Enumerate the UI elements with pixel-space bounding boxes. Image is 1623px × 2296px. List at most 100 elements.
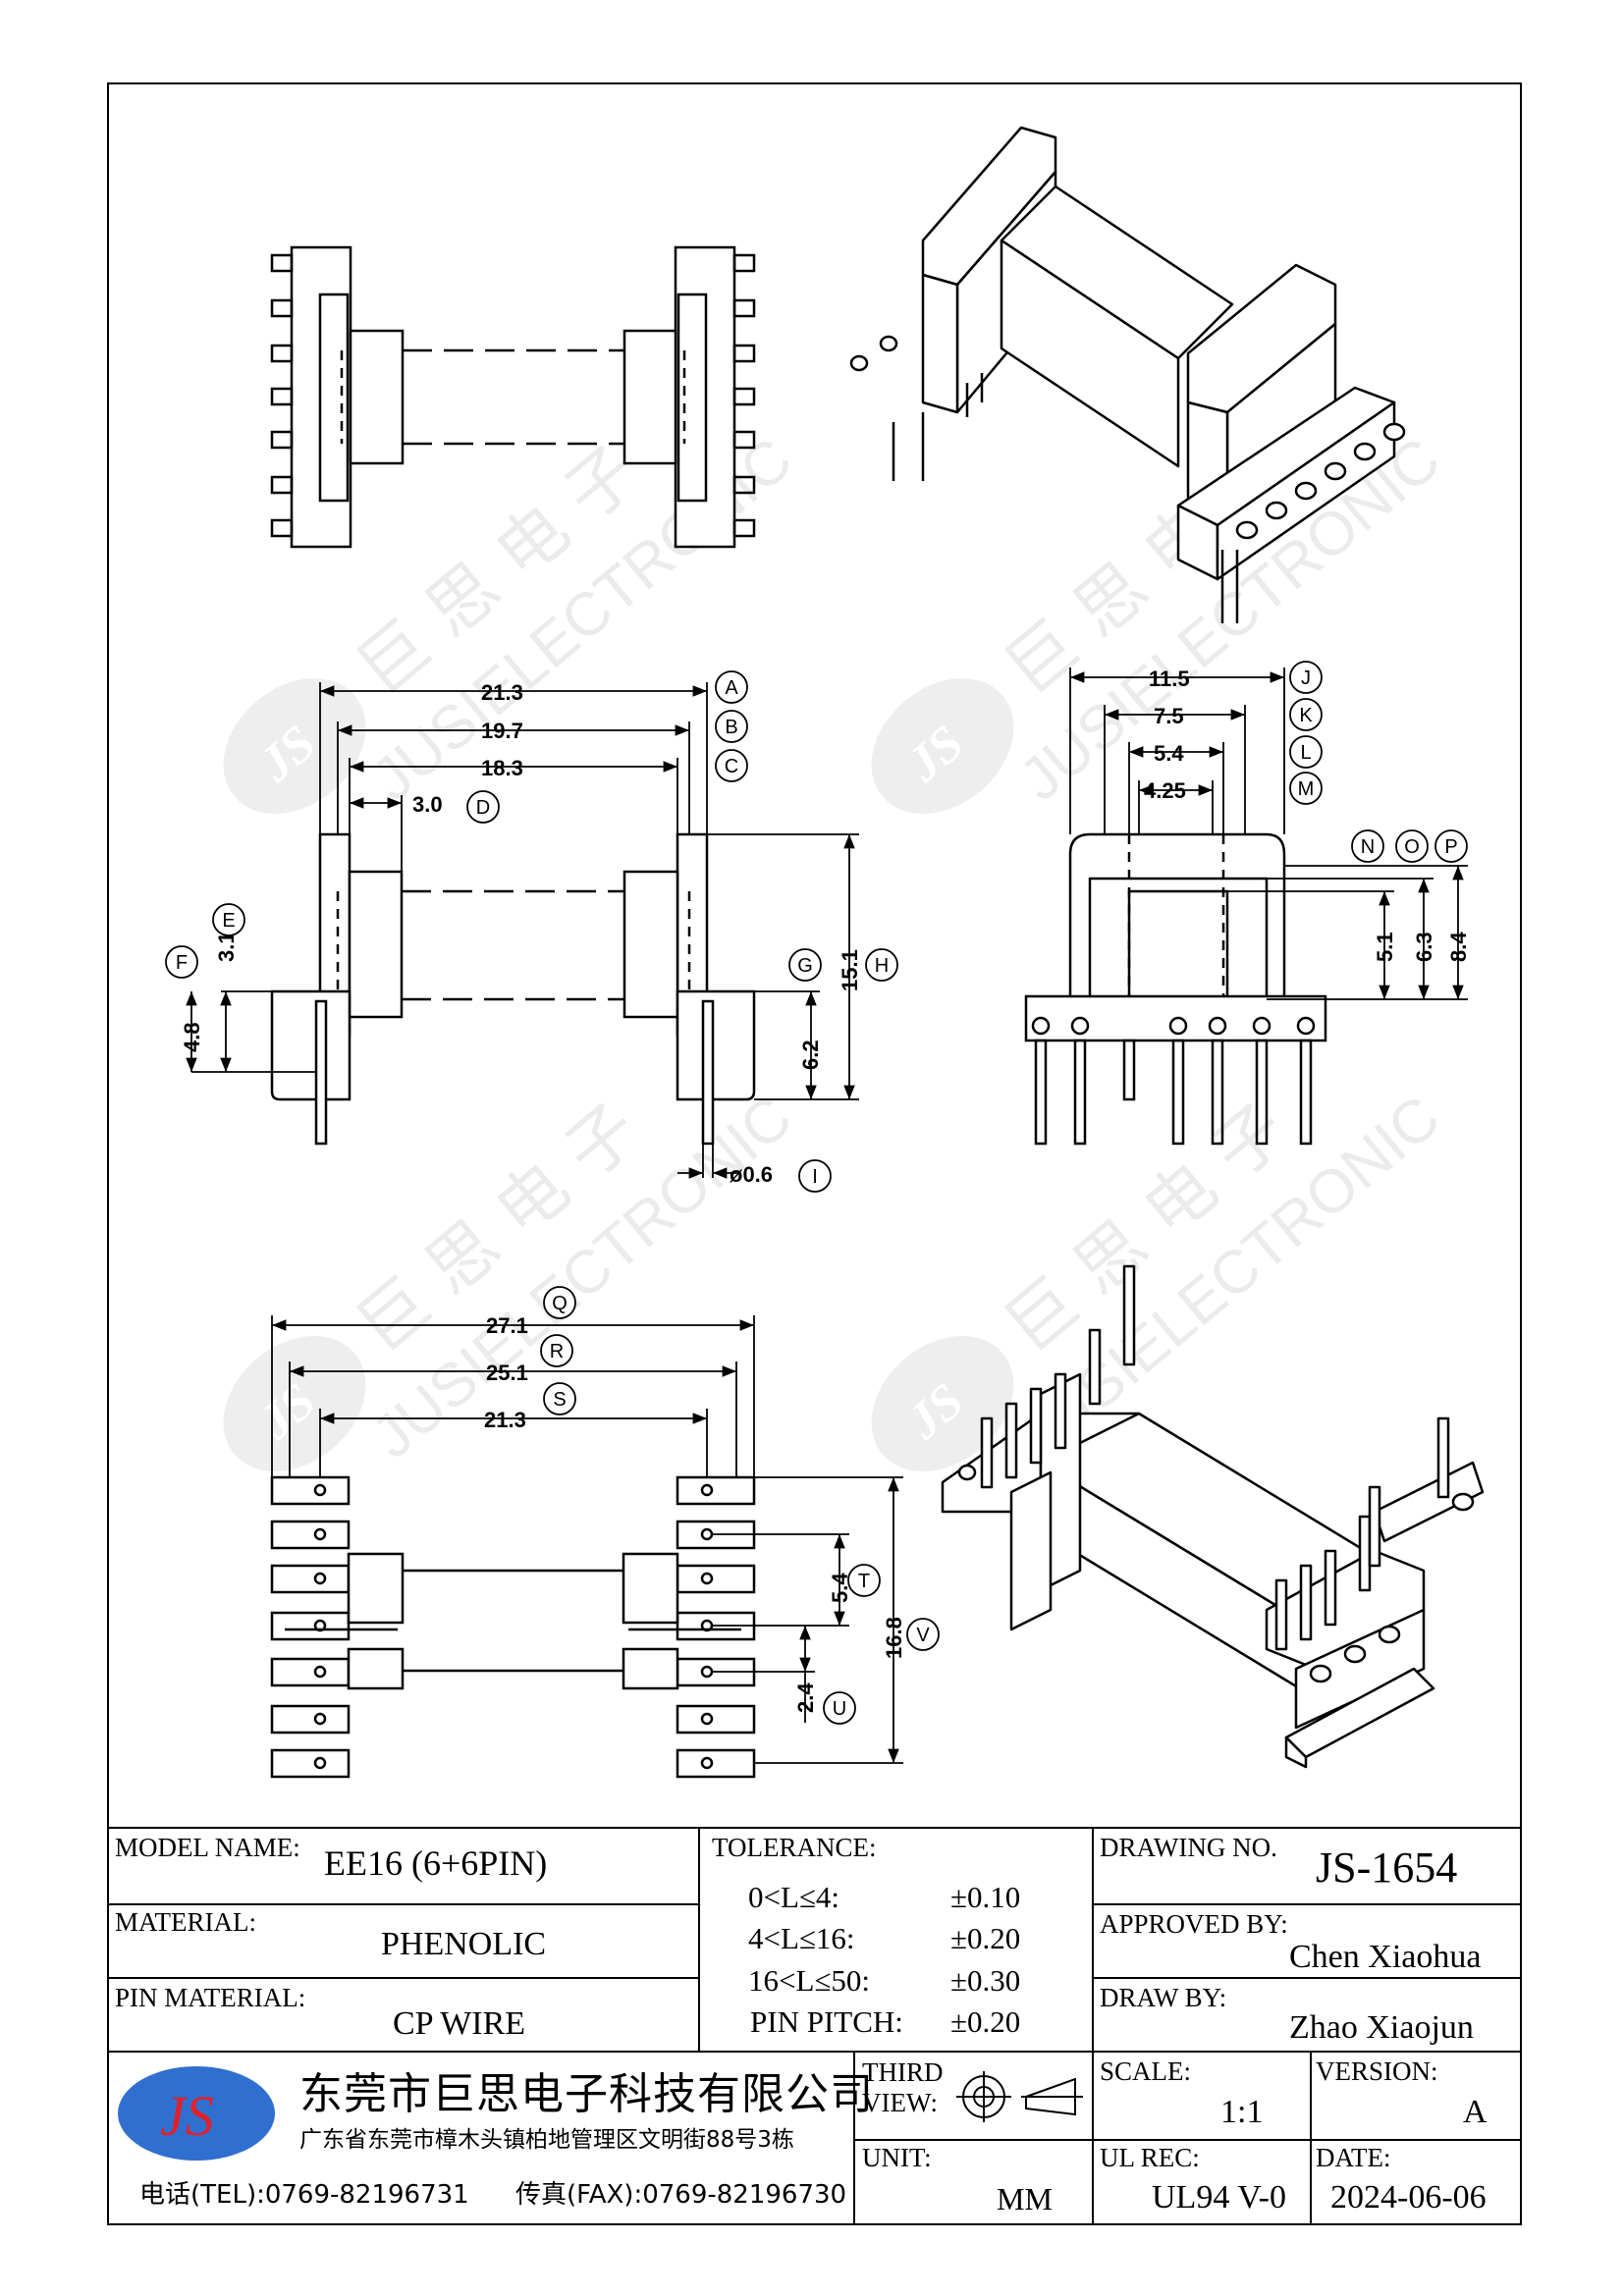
callout-letter-s: S (553, 1389, 566, 1411)
callout-circle-c (715, 749, 748, 782)
callout-circle-i (798, 1159, 832, 1193)
callout-letter-r: R (550, 1341, 564, 1362)
approved-by-label: APPROVED BY: (1100, 1909, 1288, 1939)
ul-rec-value: UL94 V-0 (1152, 2179, 1286, 2216)
company-tel: 电话(TEL):0769-82196731 (139, 2180, 469, 2210)
callout-circle-a (715, 670, 748, 704)
dimension-a: 21.3 (481, 680, 523, 705)
scale-label: SCALE: (1100, 2056, 1192, 2086)
bottom-view-right-pins (676, 1475, 756, 1779)
tolerance-range-3: 16<L≤50: (748, 1963, 871, 1998)
callout-circle-q (543, 1286, 576, 1319)
tolerance-label: TOLERANCE: (712, 1833, 877, 1862)
top-view-pins-left (270, 253, 294, 538)
dimension-l: 5.4 (1154, 741, 1184, 766)
front-view-dimensions (186, 682, 859, 1179)
callout-circle-h (865, 948, 898, 982)
version-value: A (1463, 2094, 1488, 2130)
callout-letter-j: J (1301, 667, 1311, 689)
callout-circle-g (788, 948, 822, 982)
callout-circle-f (165, 945, 198, 979)
material-value: PHENOLIC (381, 1926, 547, 1962)
bottom-view-left-pins (270, 1475, 351, 1779)
callout-letter-n: N (1361, 836, 1375, 858)
ul-rec-label: UL REC: (1100, 2143, 1200, 2172)
side-view-dimensions (1069, 667, 1468, 1000)
scale-value: 1:1 (1220, 2094, 1264, 2130)
callout-circle-t (847, 1564, 881, 1597)
callout-letter-d: D (476, 797, 490, 819)
company-name: 东莞市巨思电子科技有限公司 (299, 2069, 874, 2119)
dimension-n: 5.1 (1373, 932, 1397, 962)
company-logo: JS (118, 2066, 275, 2161)
tolerance-range-4: PIN PITCH: (750, 2004, 903, 2039)
callout-letter-l: L (1300, 742, 1311, 764)
callout-circle-m (1289, 772, 1323, 805)
dimension-c: 18.3 (481, 756, 523, 780)
tolerance-value-1: ±0.10 (950, 1880, 1021, 1914)
date-label: DATE: (1316, 2143, 1391, 2172)
dimension-m: 4.25 (1144, 778, 1186, 803)
callout-letter-f: F (176, 952, 188, 974)
callout-circle-n (1351, 829, 1384, 863)
iso1-pins (849, 335, 1406, 623)
callout-letter-h: H (875, 955, 889, 977)
pin-material-value: CP WIRE (393, 2005, 526, 2042)
tolerance-value-2: ±0.20 (950, 1921, 1021, 1955)
dimension-p: 8.4 (1446, 932, 1471, 962)
third-view-label: THIRD VIEW: (862, 2057, 944, 2117)
bottom-view-dimensions (271, 1315, 903, 1764)
unit-label: UNIT: (862, 2143, 932, 2172)
callout-letter-c: C (725, 756, 738, 777)
dimension-q: 27.1 (486, 1313, 528, 1338)
dimension-h: 15.1 (838, 949, 862, 991)
side-view (1024, 832, 1327, 1146)
dimension-g: 6.2 (798, 1040, 823, 1070)
callout-circle-e (212, 903, 245, 936)
drawing-frame (107, 82, 1522, 2225)
bottom-view (270, 1475, 756, 1779)
callout-letter-t: T (858, 1571, 870, 1592)
company-address: 广东省东莞市樟木头镇柏地管理区文明街88号3栋 (299, 2127, 794, 2153)
dimension-r: 25.1 (486, 1361, 528, 1385)
unit-value: MM (997, 2181, 1053, 2216)
dimension-u: 2.4 (793, 1682, 818, 1713)
tolerance-range-2: 4<L≤16: (748, 1921, 855, 1955)
callout-circle-k (1289, 698, 1323, 731)
callout-letter-u: U (833, 1698, 846, 1720)
callout-circle-j (1289, 661, 1323, 694)
third-angle-projection-icon (956, 2071, 1083, 2122)
top-view-pins-right (732, 253, 756, 538)
drawing-no-value: JS-1654 (1316, 1843, 1458, 1892)
callout-circle-u (823, 1691, 856, 1725)
callout-circle-p (1434, 829, 1468, 863)
pin-material-label: PIN MATERIAL: (115, 1983, 306, 2012)
tolerance-range-1: 0<L≤4: (748, 1880, 840, 1914)
callout-letter-m: M (1298, 778, 1315, 800)
callout-letter-v: V (916, 1625, 930, 1646)
dimension-texts: 21.319.718.33.03.14.86.215.1ø0.611.57.55… (180, 667, 1471, 1713)
model-value: EE16 (6+6PIN) (324, 1843, 548, 1883)
callout-letter-q: Q (552, 1293, 568, 1314)
front-view (270, 832, 756, 1146)
draw-by-label: DRAW BY: (1100, 1983, 1227, 2012)
callout-circle-v (906, 1618, 940, 1651)
top-view (270, 245, 756, 549)
title-block-grid (107, 1827, 1522, 2225)
drawing-no-label: DRAWING NO. (1100, 1833, 1277, 1862)
callout-circle-r (540, 1334, 573, 1367)
company-fax: 传真(FAX):0769-82196730 (515, 2180, 847, 2210)
callout-circle-b (715, 710, 748, 743)
svg-text:JS: JS (160, 2084, 214, 2148)
callout-letter-o: O (1404, 836, 1420, 858)
iso2-pins (957, 1264, 1475, 1683)
isometric-view-1 (849, 126, 1406, 623)
tolerance-value-3: ±0.30 (950, 1963, 1021, 1998)
callout-circle-s (543, 1382, 576, 1415)
dimension-b: 19.7 (481, 719, 523, 743)
callout-letter-p: P (1444, 836, 1457, 858)
dimension-o: 6.3 (1412, 932, 1436, 962)
dimension-v: 16.8 (882, 1617, 906, 1659)
